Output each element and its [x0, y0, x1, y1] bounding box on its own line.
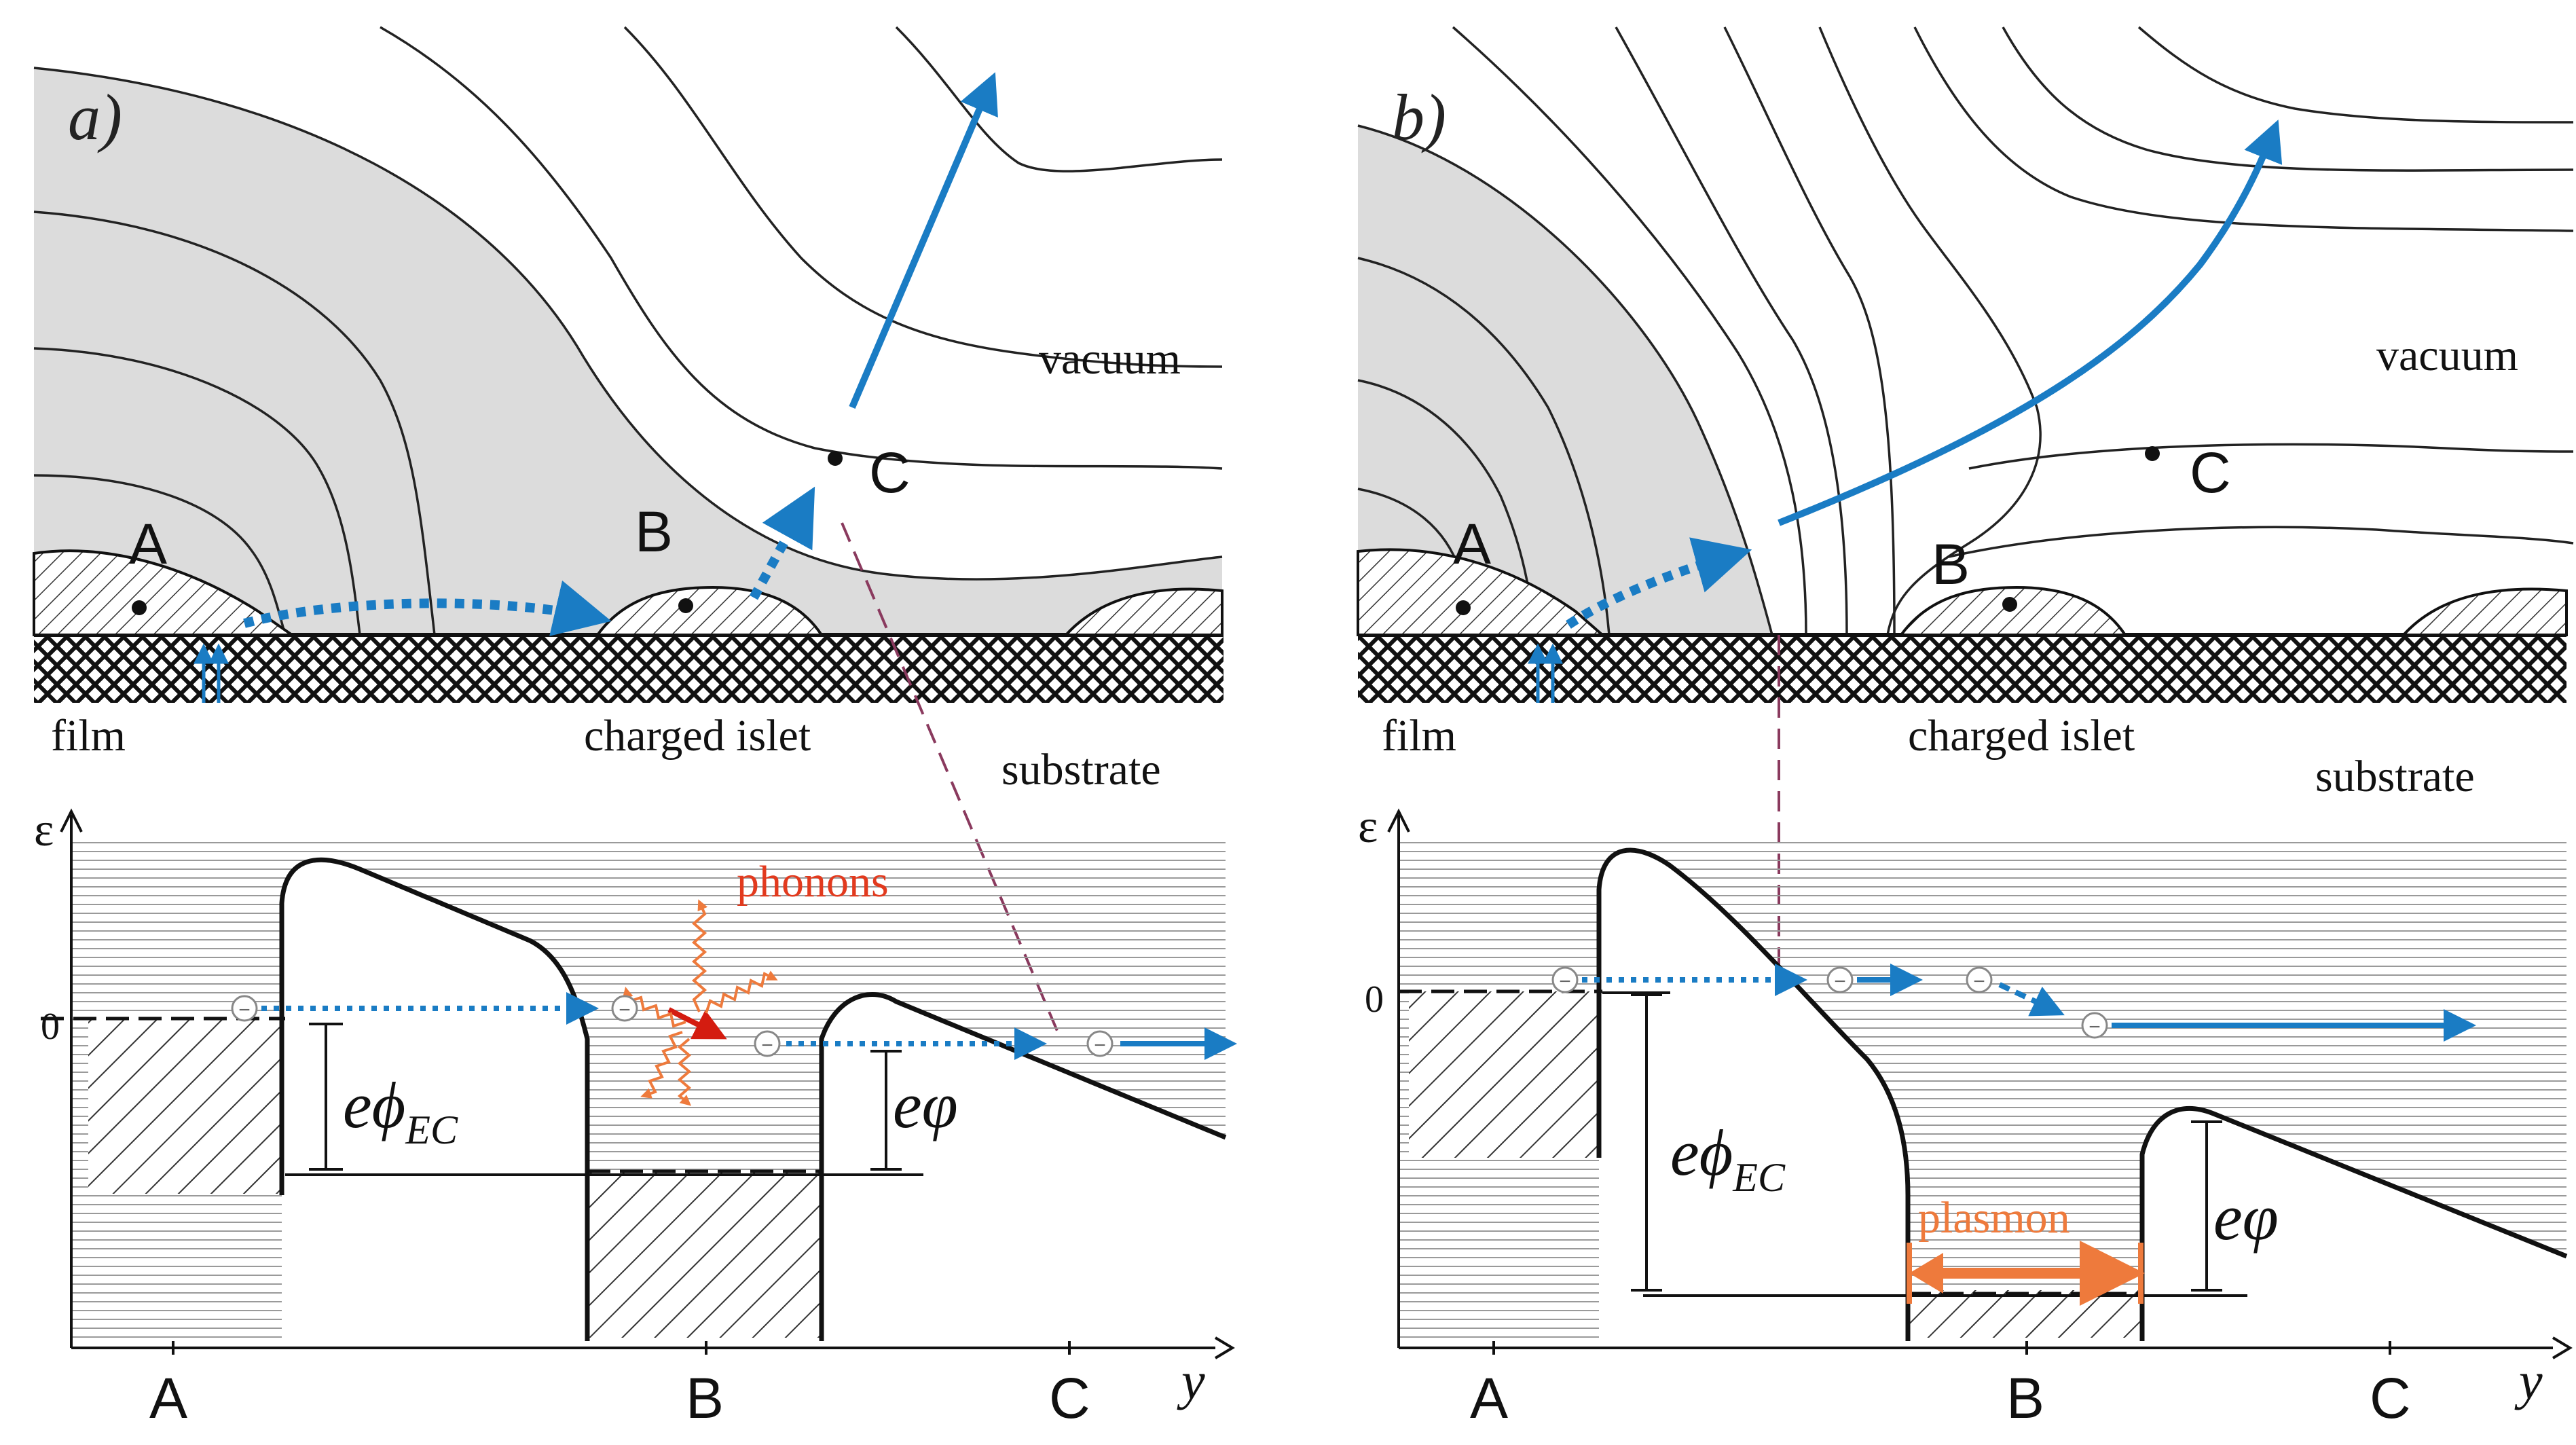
- point-c-label-b: C: [2190, 441, 2231, 505]
- islet-right-b: [2400, 587, 2568, 636]
- panel-label-b: b): [1392, 81, 1446, 153]
- islet-b-b: [1898, 585, 2128, 636]
- svg-text:−: −: [761, 1034, 773, 1057]
- tunnel-arrow-a: [243, 580, 612, 636]
- axis-tick-c-a: C: [1049, 1366, 1090, 1430]
- phonons-label-a: phonons: [737, 857, 889, 907]
- film-fermi-sea-b: [1409, 991, 1599, 1158]
- panel-label-a: a): [68, 81, 122, 153]
- electrons-b: − − − −: [1551, 966, 2108, 1039]
- point-a-label-b: A: [1453, 512, 1491, 576]
- axis-tick-c-b: C: [2370, 1366, 2411, 1430]
- emission-arrow-b: [1778, 120, 2283, 526]
- current-inflow-b: [1528, 643, 1563, 703]
- energy-path-arrow-b3: [1998, 982, 2065, 1017]
- vacuum-label-b: vacuum: [2376, 331, 2518, 380]
- svg-text:−: −: [238, 999, 251, 1021]
- islet-fermi-sea-a: [589, 1171, 820, 1338]
- axis-tick-a-b: A: [1470, 1366, 1508, 1430]
- substrate-label-b: substrate: [2315, 752, 2475, 801]
- point-b-label-b: B: [1932, 532, 1970, 596]
- substrate-label-a: substrate: [1001, 745, 1161, 794]
- axis-y-label-b: y: [2514, 1351, 2543, 1410]
- film-a: [33, 549, 297, 636]
- film-fermi-sea-a: [88, 1019, 282, 1194]
- tunnel-arrow-b: [1566, 537, 1752, 629]
- current-inflow-a: [194, 643, 229, 703]
- rise-arrow-a: [749, 486, 815, 600]
- charged-islet-label-a: charged islet: [584, 711, 811, 761]
- axis-tick-b-b: B: [2006, 1366, 2044, 1430]
- point-a-label-a: A: [129, 512, 167, 576]
- vacuum-label-a: vacuum: [1039, 334, 1181, 384]
- epsilon-label-a: ε: [34, 804, 54, 856]
- zero-label-b: 0: [1365, 978, 1384, 1021]
- svg-text:−: −: [619, 999, 631, 1021]
- svg-text:−: −: [1094, 1034, 1106, 1057]
- film-label-a: film: [51, 711, 126, 761]
- substrate-a: [34, 635, 1223, 703]
- svg-text:−: −: [1834, 970, 1846, 993]
- field-lines-a: [33, 26, 1223, 636]
- e-phi-ec-label-a: eϕEC: [343, 1069, 458, 1152]
- plasmon-label-b: plasmon: [1918, 1193, 2070, 1243]
- charged-islet-label-b: charged islet: [1908, 711, 2135, 761]
- e-phi-label-b: eφ: [2213, 1181, 2279, 1254]
- axis-tick-a-a: A: [149, 1366, 187, 1430]
- svg-text:−: −: [1559, 970, 1571, 993]
- point-b-label-a: B: [635, 500, 673, 564]
- field-region-b: [1358, 126, 1772, 635]
- electrons-a: − − − −: [231, 995, 1114, 1057]
- e-phi-label-a: eφ: [893, 1069, 958, 1141]
- emission-arrow-a: [849, 72, 998, 409]
- zero-label-a: 0: [41, 1006, 60, 1048]
- film-b: [1357, 548, 1606, 636]
- islet-fermi-sea-b: [1909, 1290, 2142, 1338]
- islet-b-a: [595, 585, 824, 636]
- svg-text:−: −: [2089, 1016, 2101, 1038]
- axis-y-label-a: y: [1177, 1351, 1205, 1410]
- epsilon-label-b: ε: [1358, 801, 1378, 853]
- axis-tick-b-a: B: [686, 1366, 724, 1430]
- film-label-b: film: [1382, 711, 1456, 761]
- point-c-label-a: C: [869, 441, 910, 505]
- panel-b: A B C b) vacuum film charged islet subst…: [1357, 26, 2574, 1430]
- islet-right-a: [1063, 587, 1223, 636]
- e-phi-ec-label-b: eϕEC: [1670, 1116, 1786, 1200]
- panel-a: A B C a) vacuum film charged islet subst…: [33, 26, 1237, 1430]
- svg-text:−: −: [1973, 970, 1985, 993]
